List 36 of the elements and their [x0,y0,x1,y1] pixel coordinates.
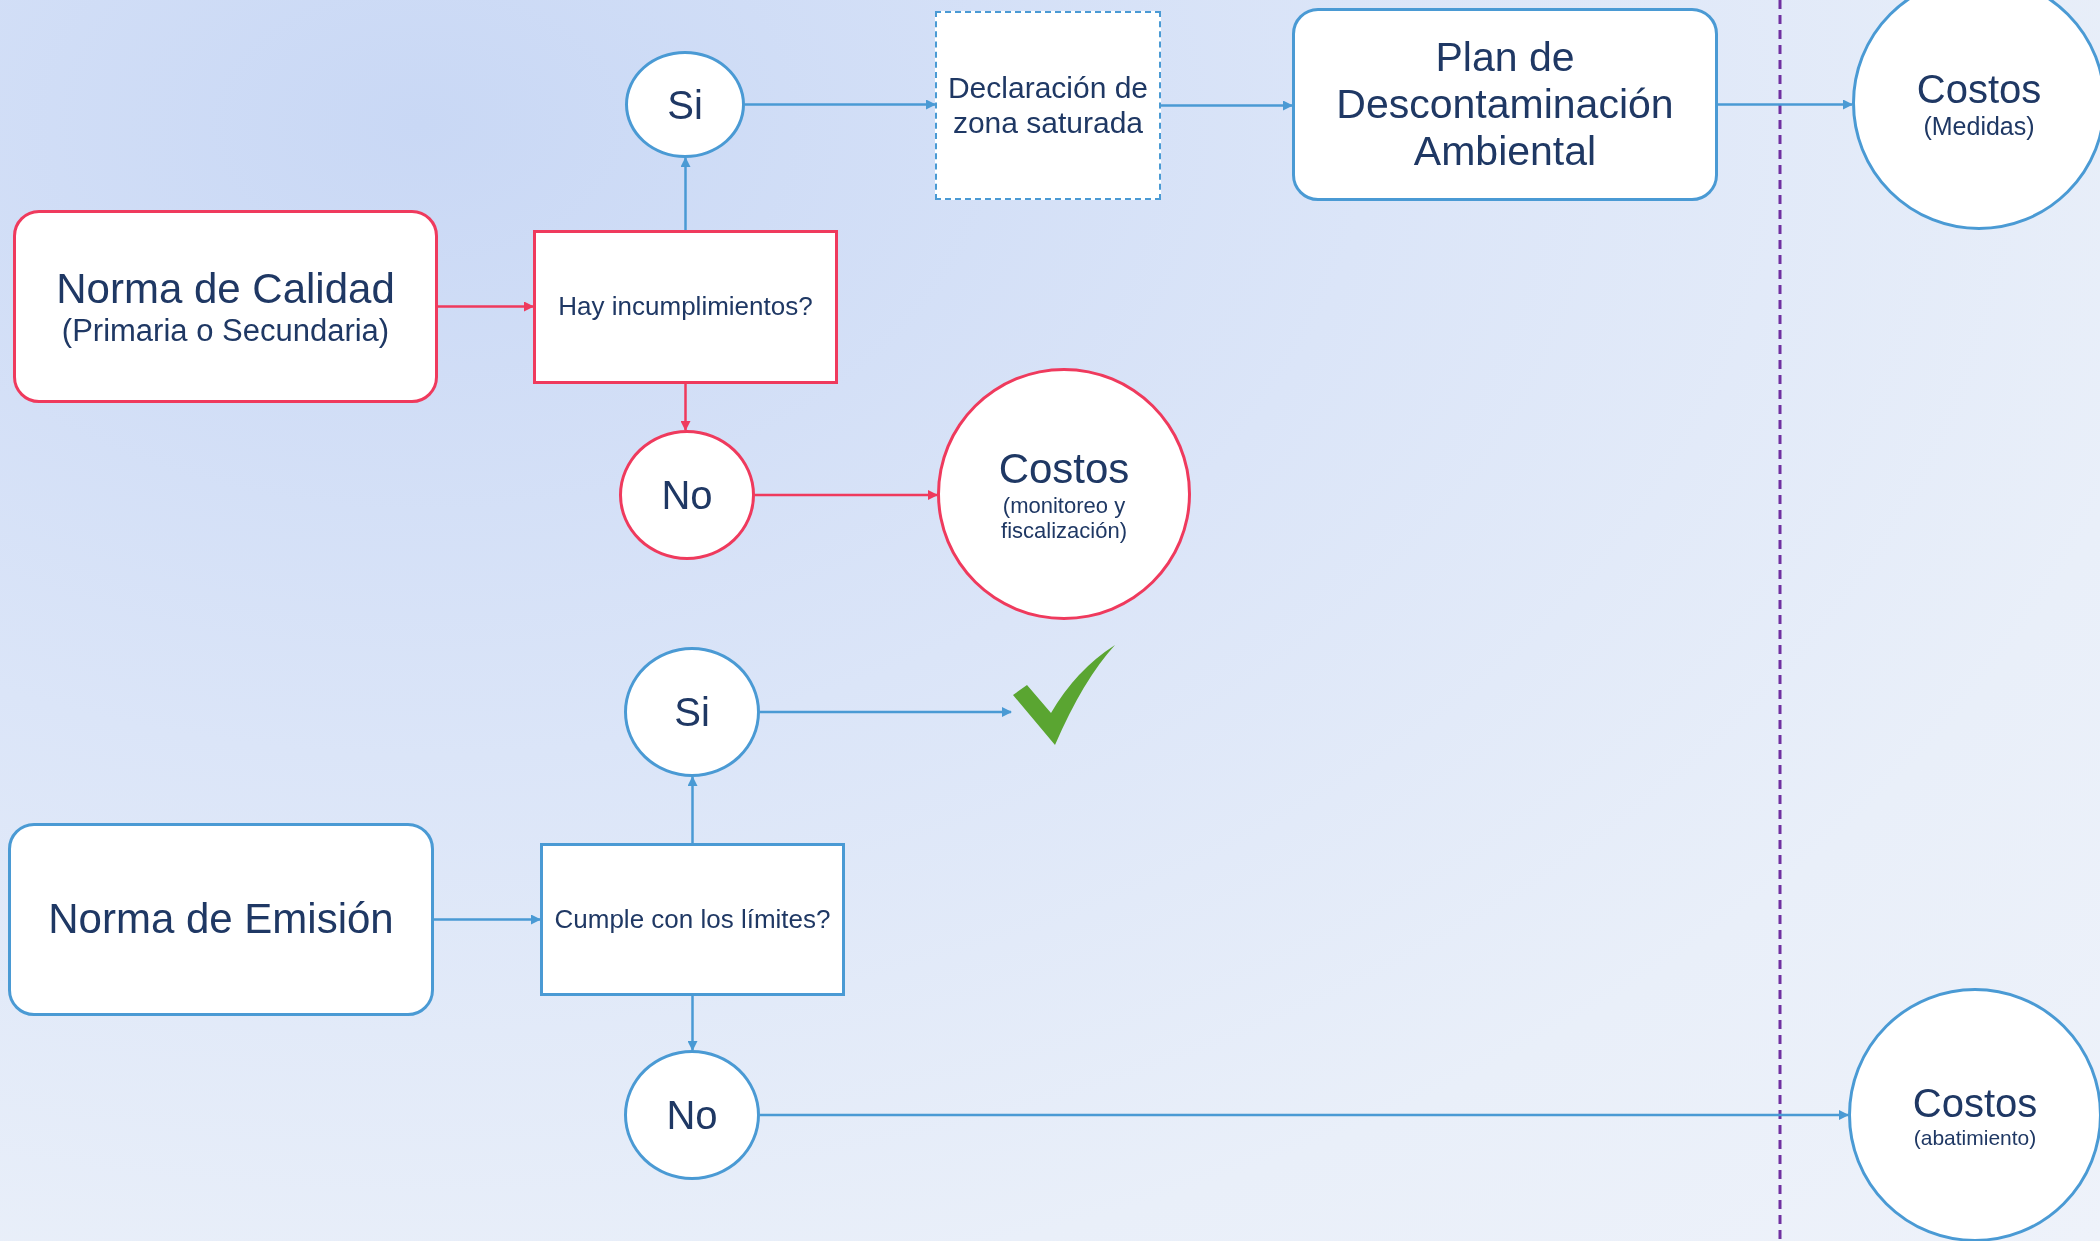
arrow [438,301,534,312]
node-title: No [661,472,713,518]
arrow [1718,99,1853,110]
arrow [434,914,541,925]
arrow [687,996,698,1051]
arrow [755,490,938,500]
rounded-box [13,210,438,403]
node-subtitle: (Primaria o Secundaria) [61,312,390,349]
node-title: No [666,1092,718,1138]
node-title: Costos [1916,65,2042,112]
node-title: Cumple con los límites? [554,904,831,935]
node-title: Si [674,689,710,735]
arrow [680,384,691,431]
node-title: Hay incumplimientos? [558,292,813,322]
decision-box [540,843,845,996]
rounded-box [8,823,434,1016]
decision-box [533,230,838,384]
arrow [687,776,698,843]
checkmark-icon [1011,645,1115,745]
node-title: Declaración de zona saturada [947,71,1149,140]
arrow [745,99,936,110]
rounded-box [1292,8,1718,201]
node-subtitle: (abatimiento) [1913,1125,2037,1151]
arrow [760,1110,1849,1120]
node-title: Plan de Descontaminación Ambiental [1335,33,1675,176]
node-title: Norma de Calidad [56,264,395,313]
node-title: Si [667,81,703,128]
node-title: Costos [1912,1079,2038,1126]
dashed-box [935,11,1161,200]
node-subtitle: (monitoreo y fiscalización) [1000,492,1128,544]
node-title: Norma de Emisión [48,895,394,944]
arrow [760,707,1012,717]
node-title: Costos [998,444,1130,493]
node-subtitle: (Medidas) [1923,111,2035,141]
arrow [1161,100,1293,111]
arrow [680,157,691,230]
